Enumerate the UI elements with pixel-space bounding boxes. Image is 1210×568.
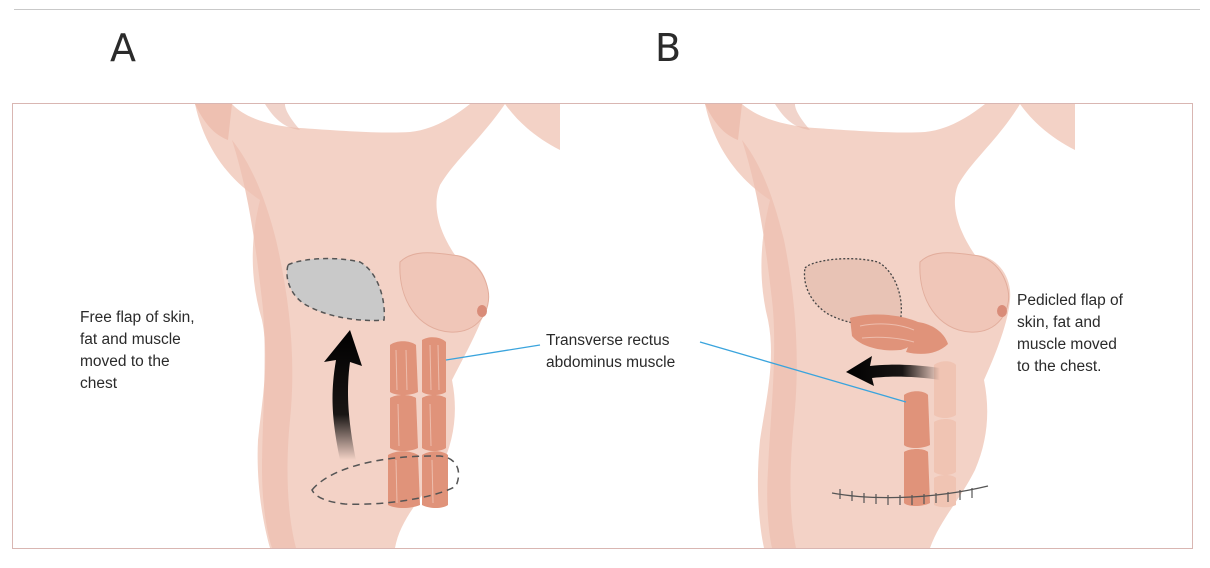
- label-rectus-muscle: Transverse rectus abdominus muscle: [546, 330, 675, 374]
- caption-panel-b: Pedicled flap of skin, fat and muscle mo…: [1017, 290, 1123, 378]
- caption-panel-a: Free flap of skin, fat and muscle moved …: [80, 307, 195, 395]
- torso-a: [195, 104, 560, 548]
